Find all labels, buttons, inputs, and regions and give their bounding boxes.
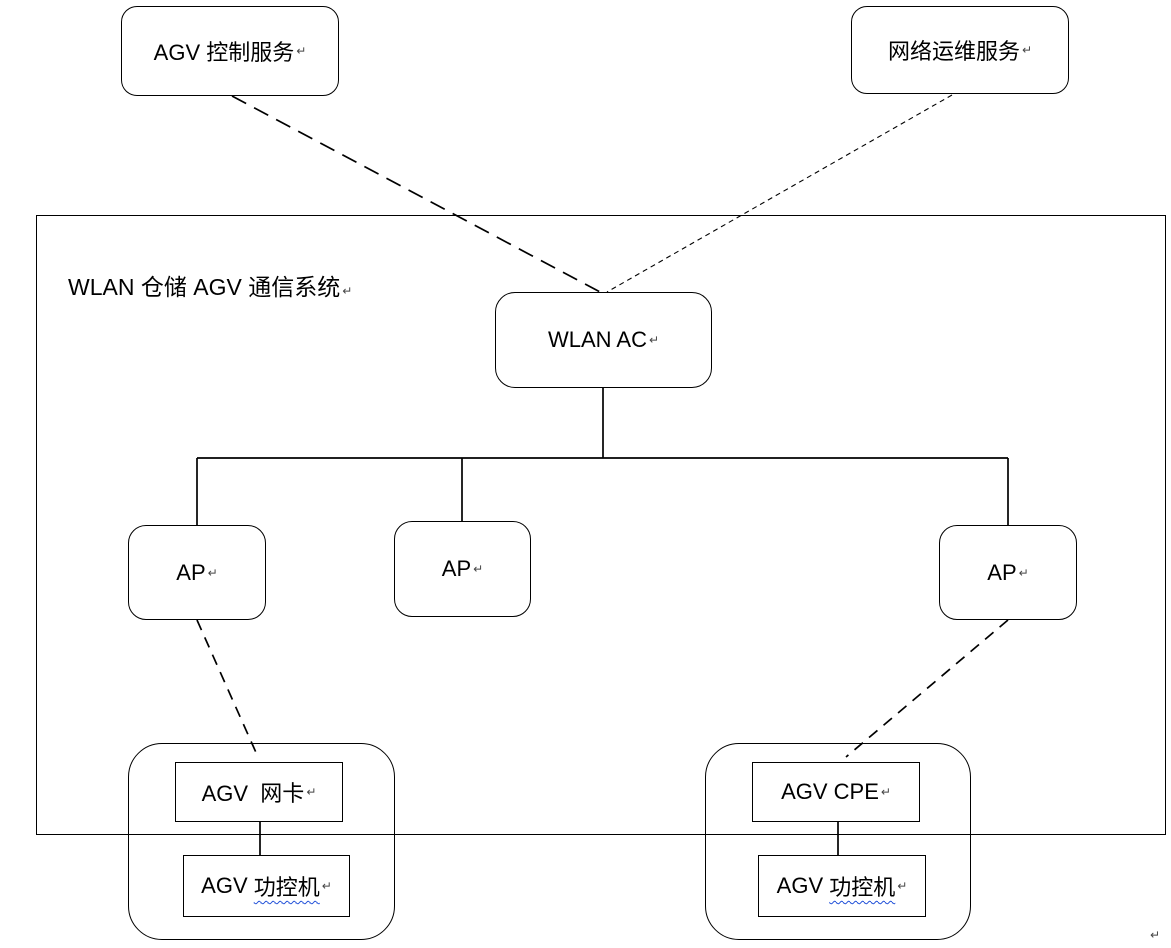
group-agv-left — [128, 743, 395, 940]
agv-nic-label: AGV 网卡 — [201, 781, 305, 806]
pilcrow-mark: ↵ — [1021, 43, 1033, 57]
pilcrow-mark: ↵ — [207, 565, 218, 580]
agv-ipc-right-wavy: 功控机 — [829, 875, 896, 900]
pilcrow-mark: ↵ — [296, 44, 307, 58]
pilcrow-mark: ↵ — [1150, 928, 1161, 942]
link-ap1-to-agv — [196, 619, 259, 758]
link-control-to-ac — [231, 95, 601, 293]
ap-2-label: AP — [441, 556, 472, 581]
node-agv-nic: AGV 网卡↵ — [175, 762, 343, 822]
node-agv-ipc-left: AGV 功控机↵ — [183, 855, 350, 917]
node-ap-2: AP↵ — [394, 521, 531, 617]
pilcrow-mark: ↵ — [880, 785, 891, 799]
agv-ipc-left-prefix: AGV — [201, 873, 254, 898]
ap-1-label: AP — [176, 559, 206, 585]
link-ops-to-ac — [606, 94, 953, 293]
node-agv-cpe: AGV CPE↵ — [752, 762, 920, 822]
pilcrow-mark: ↵ — [897, 879, 908, 893]
link-ap3-to-agv — [845, 619, 1009, 758]
node-wlan-ac: WLAN AC↵ — [495, 292, 712, 388]
group-agv-right — [705, 743, 971, 940]
node-network-ops-service: 网络运维服务↵ — [851, 6, 1069, 94]
node-ap-1: AP↵ — [128, 525, 266, 620]
pilcrow-mark: ↵ — [342, 284, 353, 298]
node-agv-control-service: AGV 控制服务↵ — [121, 6, 339, 96]
agv-cpe-label: AGV CPE — [781, 779, 879, 804]
agv-control-service-label: AGV 控制服务 — [153, 40, 295, 65]
agv-ipc-right-prefix: AGV — [776, 873, 830, 898]
node-ap-3: AP↵ — [939, 525, 1077, 620]
system-boundary — [36, 215, 1166, 835]
agv-ipc-left-wavy: 功控机 — [253, 875, 320, 900]
system-title-label: WLAN 仓储 AGV 通信系统 — [68, 274, 341, 300]
pilcrow-mark: ↵ — [321, 879, 332, 893]
pilcrow-mark: ↵ — [648, 333, 660, 347]
pilcrow-mark: ↵ — [306, 785, 317, 799]
node-agv-ipc-right: AGV 功控机↵ — [758, 855, 926, 917]
pilcrow-mark: ↵ — [1018, 565, 1029, 580]
pilcrow-mark: ↵ — [473, 562, 484, 576]
system-title: WLAN 仓储 AGV 通信系统↵ — [68, 268, 352, 302]
network-ops-service-label: 网络运维服务 — [887, 39, 1020, 64]
ap-3-label: AP — [987, 559, 1017, 585]
wlan-ac-label: WLAN AC — [547, 327, 647, 352]
